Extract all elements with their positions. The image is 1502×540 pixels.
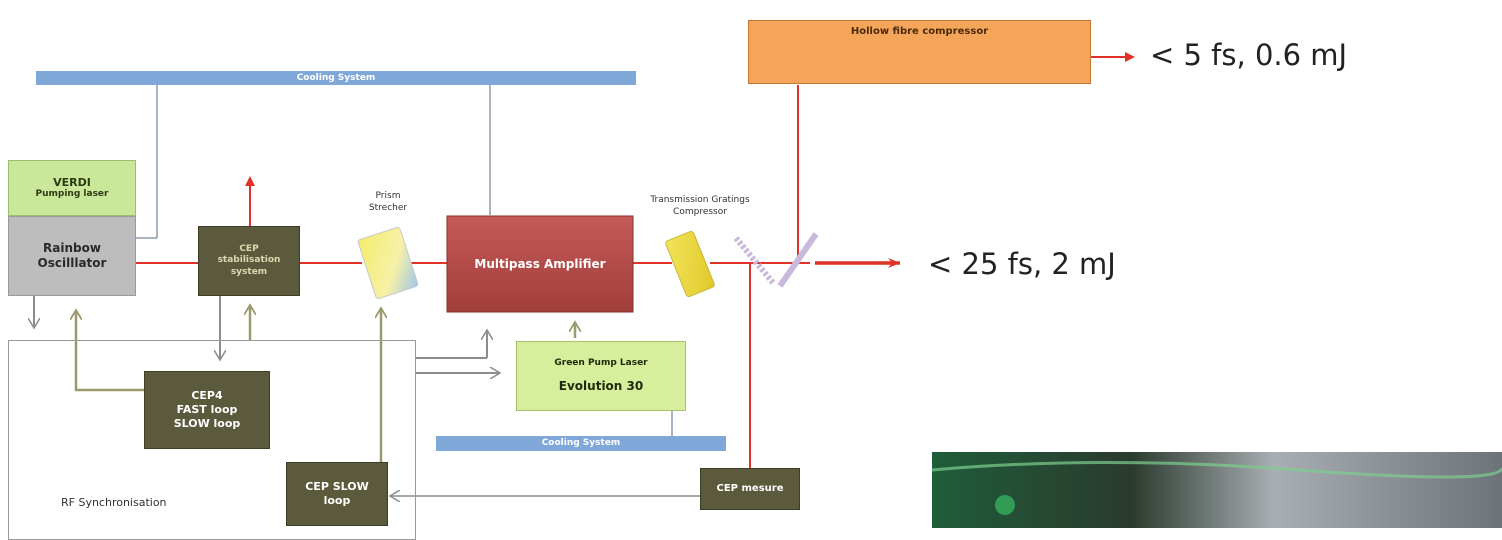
output-spec-main: < 25 fs, 2 mJ (928, 247, 1116, 281)
cep-stab-line1: CEP (239, 244, 259, 255)
cep-mesure-box: CEP mesure (700, 468, 800, 510)
prism-element (357, 226, 419, 300)
prism-label-line2: Strecher (368, 203, 408, 213)
rainbow-line2: Oscilllator (37, 256, 107, 270)
cooling-system-bottom: Cooling System (436, 436, 726, 451)
multipass-label: Multipass Amplifier (474, 256, 606, 271)
verdi-pumping-laser: VERDI Pumping laser (8, 160, 136, 216)
cep-slow-line1: CEP SLOW (305, 480, 369, 494)
green-pump-laser: Green Pump Laser Evolution 30 (516, 341, 686, 411)
cep-stab-line3: system (230, 266, 268, 277)
tg-label-line2: Compressor (673, 207, 727, 217)
green-pump-line2: Evolution 30 (558, 379, 644, 394)
green-pump-line1: Green Pump Laser (554, 357, 648, 368)
cep-slow-line2: loop (323, 494, 351, 507)
cep-stabilisation-system: CEP stabilisation system (198, 226, 300, 296)
hollow-fibre-compressor: Hollow fibre compressor (748, 20, 1091, 84)
rainbow-oscillator: Rainbow Oscilllator (8, 216, 136, 296)
rainbow-line1: Rainbow (43, 241, 101, 255)
amplifier-box (446, 215, 634, 313)
cep-mesure-label: CEP mesure (716, 482, 784, 494)
cep-slow-loop-box: CEP SLOW loop (286, 462, 388, 526)
rf-sync-label: RF Synchronisation (61, 496, 167, 509)
cep4-line3: SLOW loop (173, 416, 241, 430)
transmission-gratings-label: Transmission Gratings Compressor (620, 194, 780, 218)
cep4-loop-box: CEP4 FAST loop SLOW loop (144, 371, 270, 449)
mirror-solid (777, 232, 819, 288)
cep-stab-line2: stabilisation (217, 255, 281, 266)
cooling-system-top: Cooling System (36, 71, 636, 85)
output-spec-fibre: < 5 fs, 0.6 mJ (1150, 38, 1348, 72)
multipass-amplifier: Multipass Amplifier (447, 216, 633, 312)
lab-photo-glow (995, 495, 1015, 515)
cep4-line1: CEP4 (191, 389, 223, 403)
verdi-subtitle: Pumping laser (35, 189, 109, 200)
tg-label-line1: Transmission Gratings (650, 195, 750, 205)
lab-photo-highlight (931, 461, 1502, 479)
mirror-dashed (733, 236, 777, 286)
grating-element (665, 230, 715, 298)
verdi-title: VERDI (53, 175, 91, 189)
hollow-fibre-title: Hollow fibre compressor (850, 26, 989, 37)
cep4-line2: FAST loop (176, 403, 238, 417)
prism-label: Prism Strecher (350, 190, 426, 214)
prism-label-line1: Prism (375, 191, 401, 201)
laser-system-diagram: Cooling System Cooling System Hollow fib… (8, 20, 1502, 540)
feedback-cep4-osc (76, 310, 144, 392)
